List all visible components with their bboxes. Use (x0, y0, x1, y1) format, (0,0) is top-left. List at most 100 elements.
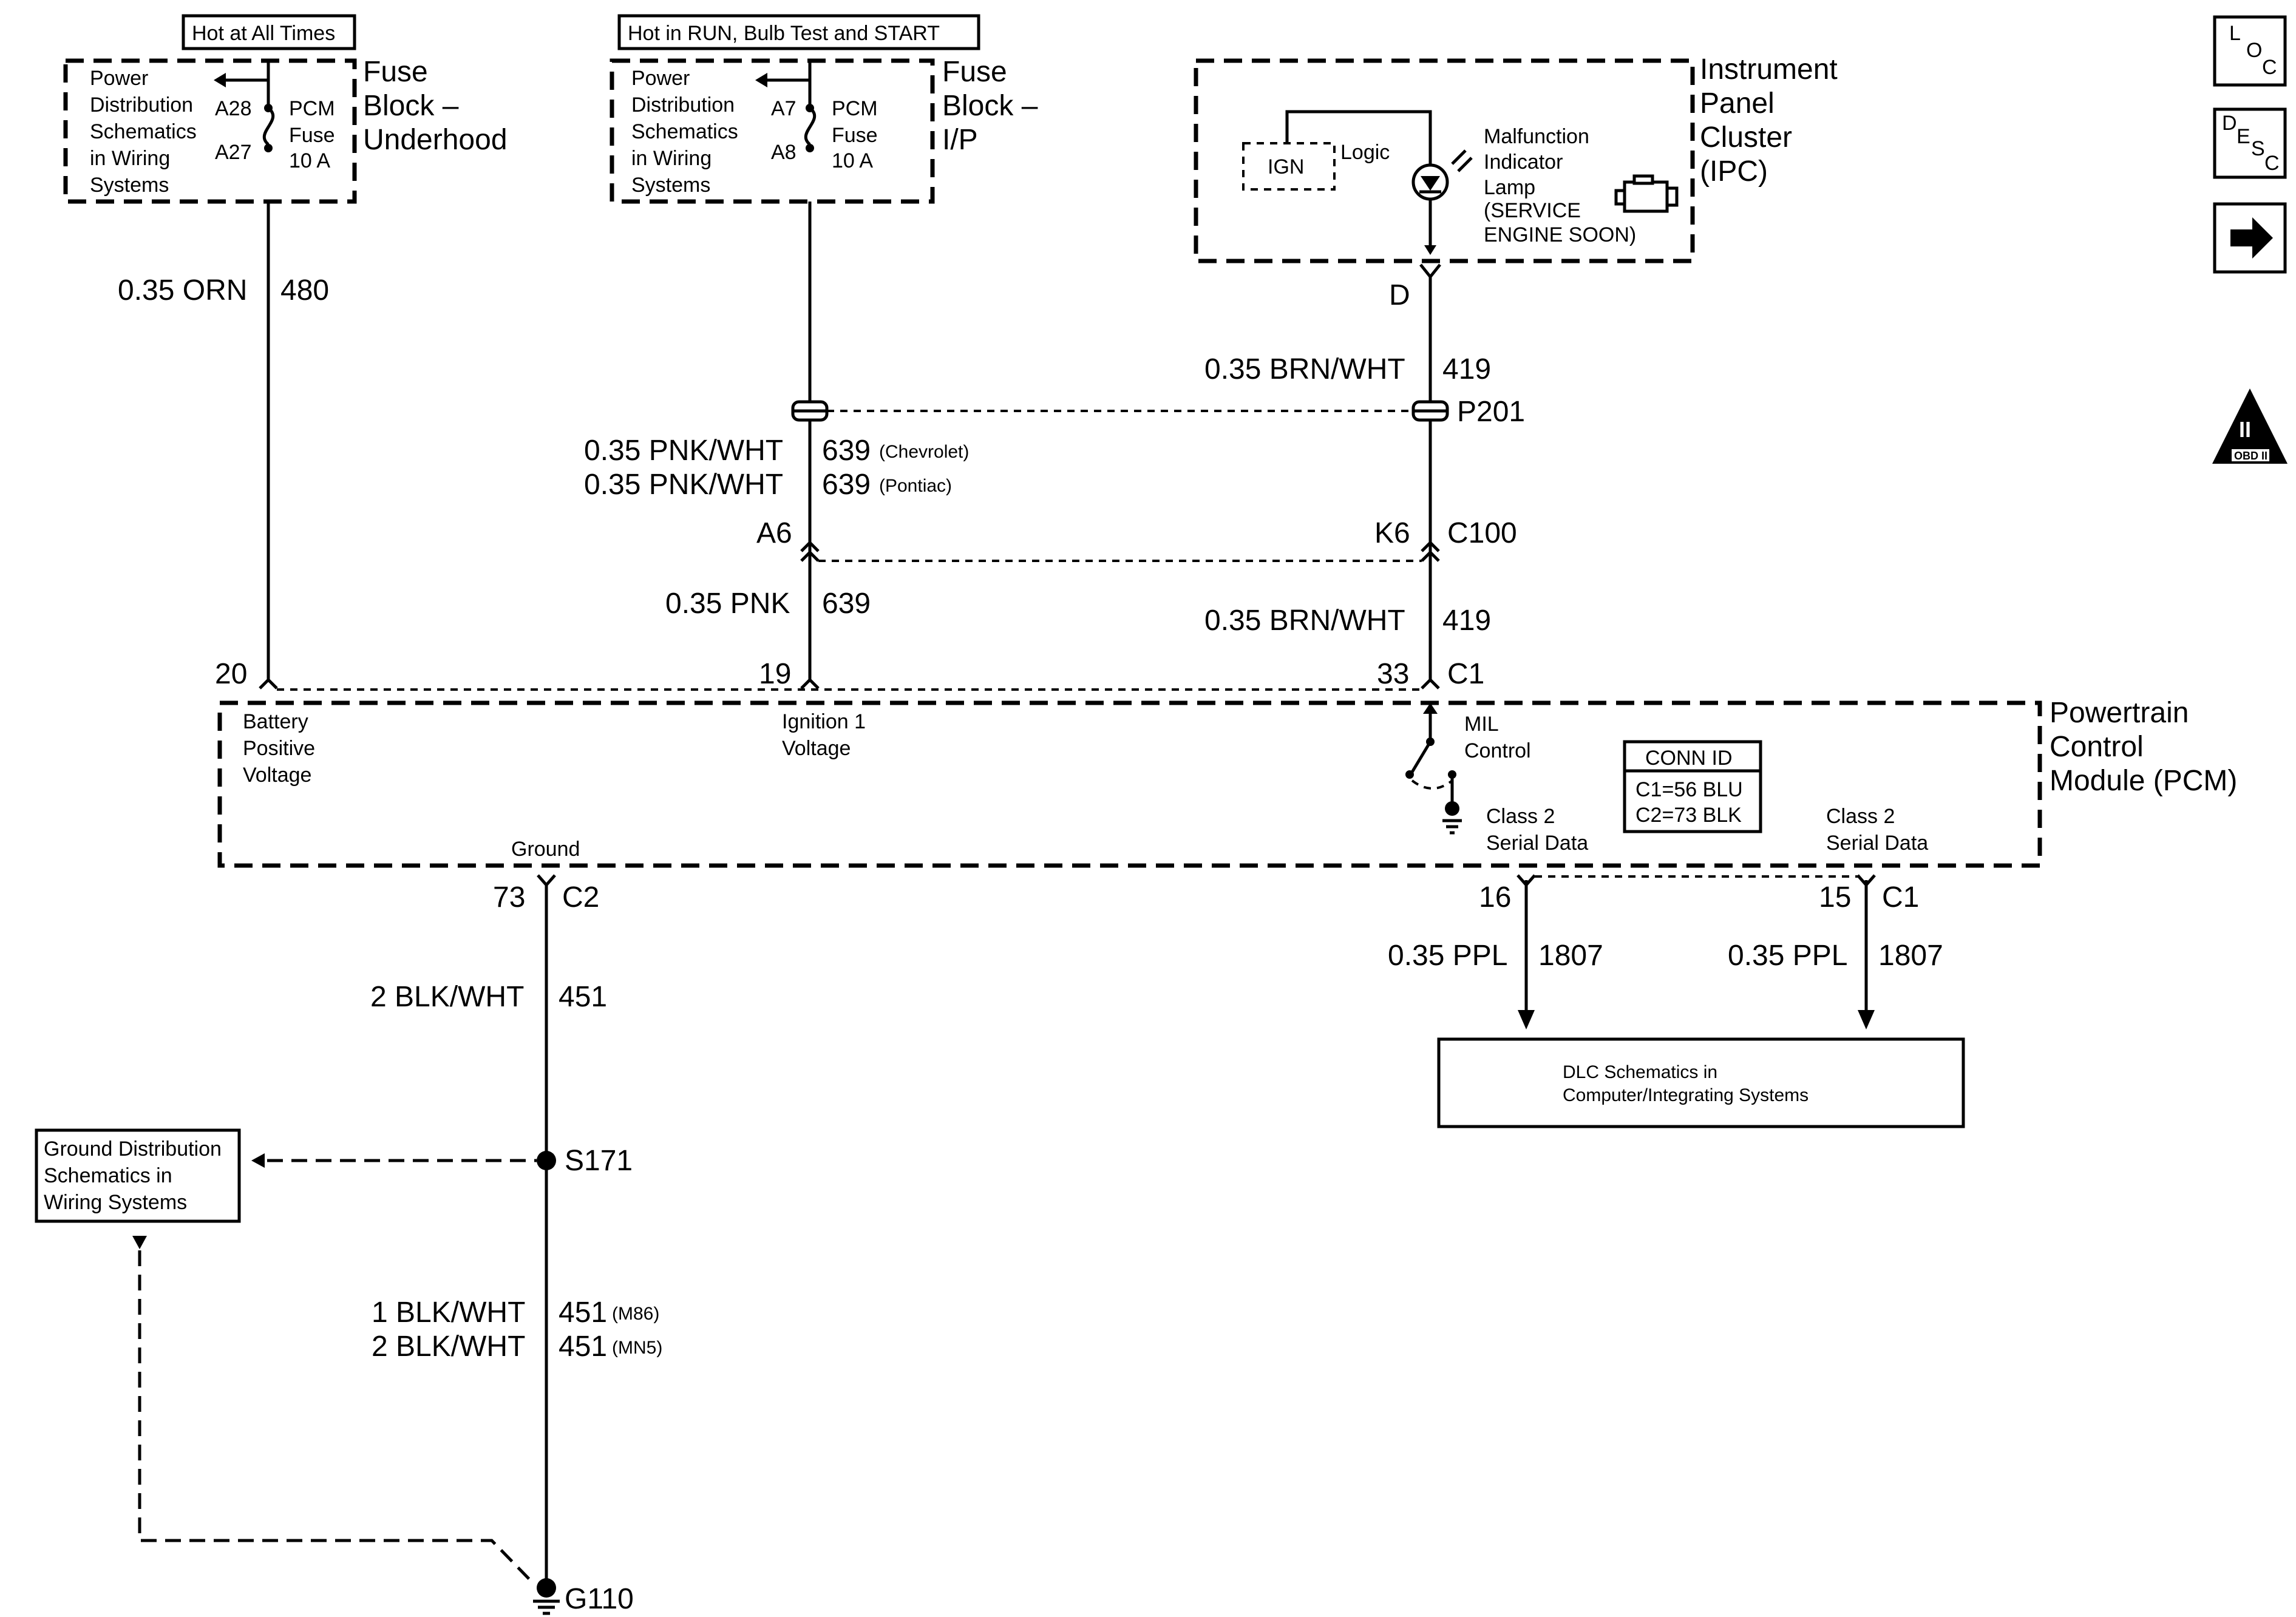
c2-connector: 73 C2 (493, 874, 599, 914)
dlc-line2: Computer/Integrating Systems (1563, 1085, 1809, 1105)
pcm-mil-line2: Control (1464, 739, 1531, 762)
ipc-lamp-line4: (SERVICE (1484, 199, 1581, 222)
pcm-batt-line3: Voltage (243, 764, 311, 787)
wire-451-mn5-circuit: 451 (559, 1331, 607, 1363)
arrow-right-icon (2230, 217, 2273, 259)
wire-451-top-gauge: 2 BLK/WHT (370, 981, 524, 1013)
p201-label: P201 (1457, 396, 1525, 428)
ipc-logic-wire (1285, 110, 1432, 166)
pcm-mil-line1: MIL (1464, 713, 1499, 736)
fuse-block-ip: Power Distribution Schematics in Wiring … (610, 56, 1038, 204)
ground-dist-arrow-icon (132, 1236, 147, 1249)
loc-letter-c: C (2262, 56, 2277, 79)
wire-639-chev-circuit: 639 (822, 435, 871, 467)
wire-480-gauge: 0.35 ORN (118, 274, 247, 307)
wire-419-top-gauge: 0.35 BRN/WHT (1204, 353, 1405, 385)
conn-id-line2: C2=73 BLK (1635, 804, 1742, 827)
fuse-ip-fuse-line3: 10 A (832, 149, 873, 172)
wire-451-top-circuit: 451 (559, 981, 607, 1013)
pcm-serial-a-line2: Serial Data (1486, 832, 1588, 855)
wire-451-mn5-note: (MN5) (612, 1338, 662, 1358)
c1-top-connector: 20 19 33 C1 (215, 658, 1484, 691)
ipc-lamp-line5: ENGINE SOON) (1484, 223, 1636, 246)
fuse-ip-pin-a8: A8 (771, 141, 796, 164)
loc-letter-o: O (2246, 39, 2262, 62)
wire-1807-b-gauge: 0.35 PPL (1728, 940, 1847, 972)
wire-639-pnk-gauge: 0.35 PNK (665, 588, 790, 620)
instrument-panel-cluster: Instrument Panel Cluster (IPC) IGN Logic… (1194, 53, 1838, 263)
wire-451-m86-gauge: 1 BLK/WHT (372, 1297, 525, 1329)
c2-label: C2 (562, 881, 599, 914)
ipc-lamp-line2: Indicator (1484, 151, 1563, 174)
g110-ground: G110 (533, 1578, 634, 1615)
s171-splice: S171 (251, 1145, 633, 1177)
desc-letter-c: C (2264, 152, 2280, 175)
conn-id-line1: C1=56 BLU (1635, 778, 1743, 801)
wire-419-bot-gauge: 0.35 BRN/WHT (1204, 605, 1405, 637)
c100-label: C100 (1447, 517, 1517, 549)
pcm-name-line1: Powertrain (2050, 697, 2189, 729)
next-page-button[interactable] (2213, 202, 2287, 274)
fuse-ip-name-line2: Block – (942, 90, 1038, 122)
ipc-logic-label: Logic (1340, 141, 1390, 164)
ground-dist-line3: Wiring Systems (44, 1191, 187, 1214)
wire-451-mn5-gauge: 2 BLK/WHT (372, 1331, 525, 1363)
pcm-batt-line2: Positive (243, 737, 315, 760)
pcm-pin-73: 73 (493, 881, 525, 914)
wire-639-chev-note: (Chevrolet) (879, 442, 969, 462)
obd-ii-label: OBD II (2234, 450, 2267, 462)
g110-label: G110 (565, 1583, 634, 1615)
fuse-ip-ref-line3: Schematics (631, 120, 738, 143)
pcm-name-line3: Module (PCM) (2050, 765, 2237, 797)
ground-dist-line1: Ground Distribution (44, 1137, 222, 1161)
fuse-underhood-name-line3: Underhood (363, 124, 508, 156)
fuse-underhood-fuse-line2: Fuse (289, 124, 335, 147)
fuse-ip-ref-line1: Power (631, 67, 690, 90)
fuse-block-underhood: Power Distribution Schematics in Wiring … (63, 56, 508, 204)
wire-1807-b-circuit: 1807 (1878, 940, 1943, 972)
fuse-underhood-ref-line3: Schematics (90, 120, 197, 143)
obd-ii-roman: II (2239, 417, 2251, 442)
pcm-pin-15: 15 (1819, 881, 1851, 914)
desc-nav-button[interactable]: D E S C (2213, 107, 2287, 179)
desc-letter-s: S (2251, 137, 2265, 160)
conn-id-title: CONN ID (1645, 747, 1733, 770)
hot-in-run-text: Hot in RUN, Bulb Test and START (628, 22, 940, 45)
fuse-ip-ref-line4: in Wiring (631, 147, 712, 170)
wire-639-pont-gauge: 0.35 PNK/WHT (584, 469, 783, 501)
c100-connector: A6 K6 C100 (756, 517, 1517, 562)
ipc-lamp-line3: Lamp (1484, 176, 1535, 199)
loc-nav-button[interactable]: L O C (2213, 15, 2287, 87)
ground-distribution-box: Ground Distribution Schematics in Wiring… (35, 1128, 241, 1223)
wire-639-pont-note: (Pontiac) (879, 476, 952, 496)
wire-1807-b-arrow-icon (1858, 1010, 1875, 1029)
ipc-name-line2: Panel (1700, 87, 1775, 120)
fuse-ip-fuse-line1: PCM (832, 97, 878, 120)
conn-id-box: CONN ID C1=56 BLU C2=73 BLK (1623, 740, 1762, 833)
loc-letter-l: L (2229, 22, 2241, 45)
wire-419-top-circuit: 419 (1442, 353, 1491, 385)
fuse-underhood-ref-line5: Systems (90, 174, 169, 197)
fuse-ip-ref-line5: Systems (631, 174, 710, 197)
c100-pin-k6: K6 (1374, 517, 1410, 549)
fuse-ip-name-line3: I/P (942, 124, 978, 156)
fuse-ip-fuse-line2: Fuse (832, 124, 878, 147)
fuse-underhood-pin-a27: A27 (215, 141, 252, 164)
dlc-line1: DLC Schematics in (1563, 1062, 1717, 1082)
hot-at-all-times-text: Hot at All Times (192, 22, 335, 45)
fuse-ip-feed-arrow-icon (755, 73, 767, 87)
wire-1807-a-gauge: 0.35 PPL (1388, 940, 1507, 972)
hot-at-all-times-label: Hot at All Times (182, 14, 356, 50)
engine-icon (1614, 174, 1679, 213)
pcm-ign-line2: Voltage (782, 737, 851, 760)
fuse-underhood-fuse-line1: PCM (289, 97, 335, 120)
ipc-name-line3: Cluster (1700, 121, 1792, 154)
fuse-underhood-ref-line4: in Wiring (90, 147, 170, 170)
ground-dist-line2: Schematics in (44, 1164, 172, 1187)
pcm-pin-33: 33 (1377, 658, 1409, 690)
ipc-lamp-line1: Malfunction (1484, 125, 1589, 148)
powertrain-control-module: Powertrain Control Module (PCM) Battery … (217, 697, 2237, 868)
fuse-underhood-name-line2: Block – (363, 90, 459, 122)
c1-bottom-label: C1 (1882, 881, 1919, 914)
ipc-name-line4: (IPC) (1700, 155, 1768, 188)
